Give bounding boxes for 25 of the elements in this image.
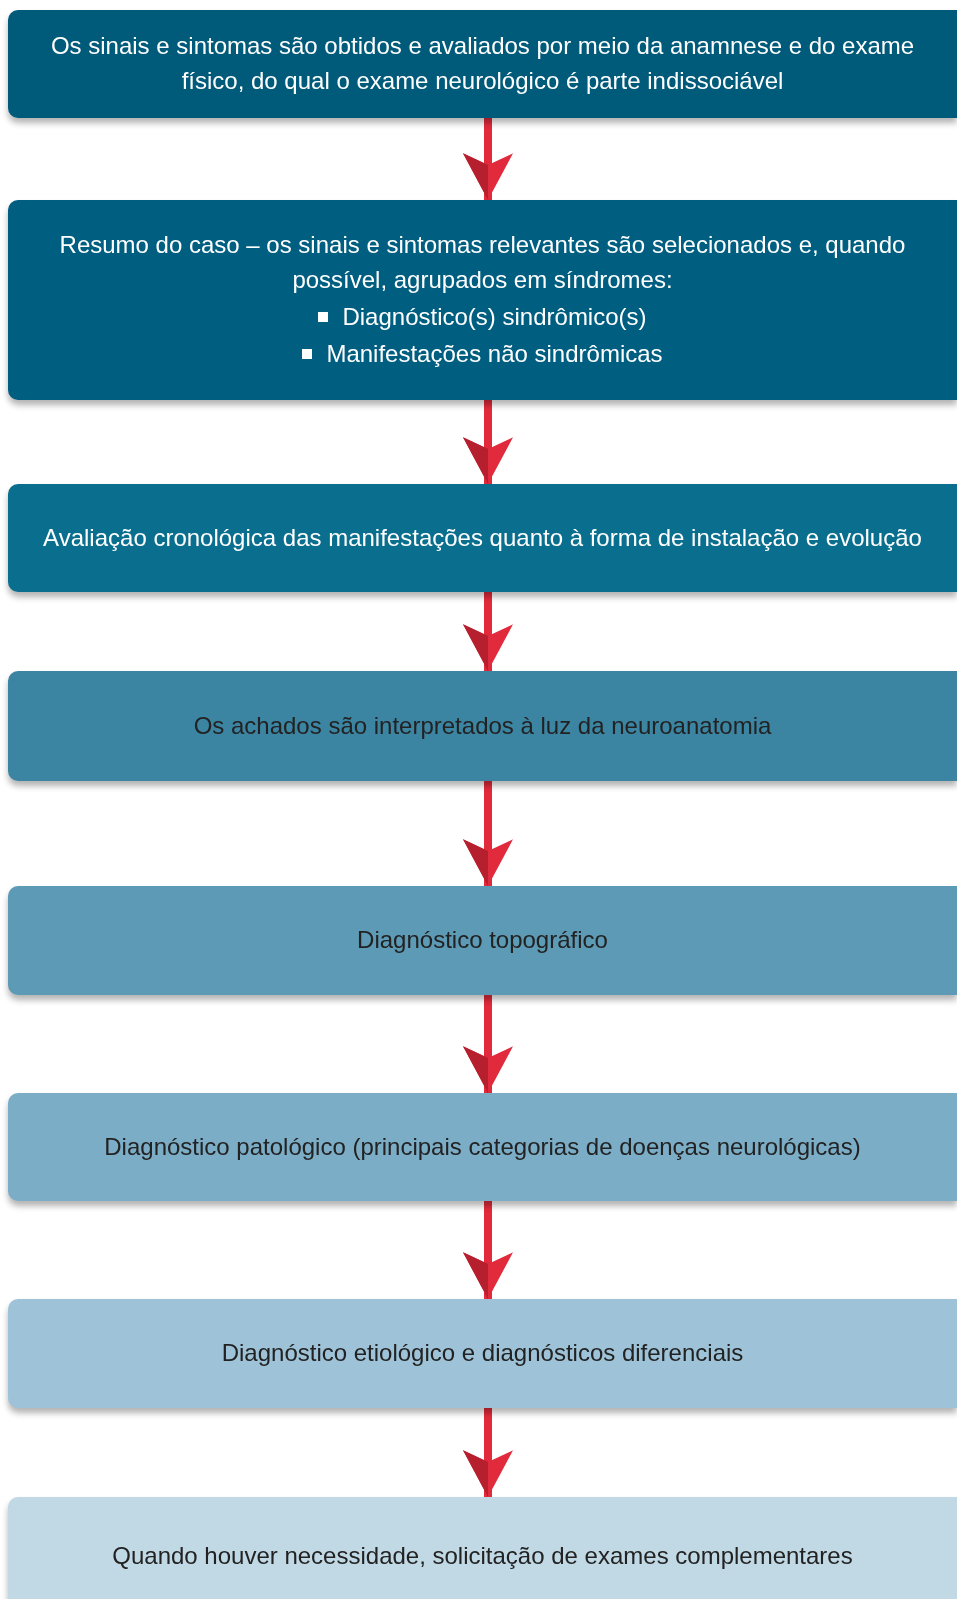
arrow — [463, 1408, 513, 1497]
bullet-text: Diagnóstico(s) sindrômico(s) — [342, 302, 647, 332]
box-text: Os sinais e sintomas são obtidos e avaliados por meio da anamnese e do exame físico, do qual o exame neurológico é parte indissociável — [49, 31, 916, 96]
box-text: Quando houver necessidade, solicitação de exames complementares — [112, 1540, 853, 1571]
arrow — [463, 400, 513, 484]
box-text: Diagnóstico topográfico — [357, 925, 608, 956]
arrow — [463, 592, 513, 671]
arrow — [463, 118, 513, 200]
box-text: Diagnóstico patológico (principais categorias de doenças neurológicas) — [104, 1131, 861, 1162]
process-box — [8, 1497, 957, 1599]
bullet-text: Manifestações não sindrômicas — [326, 338, 663, 369]
process-box — [8, 10, 957, 118]
arrow — [463, 1201, 513, 1299]
box-text: Os achados são interpretados à luz da neuroanatomia — [193, 710, 772, 741]
arrow — [463, 995, 513, 1093]
process-box — [8, 1299, 957, 1408]
process-box — [8, 200, 957, 400]
process-box — [8, 671, 957, 781]
box-text: Diagnóstico etiológico e diagnósticos diferenciais — [221, 1338, 744, 1369]
process-box — [8, 1093, 957, 1201]
process-box — [8, 484, 957, 592]
box-text: Avaliação cronológica das manifestações quanto à forma de instalação e evolução — [43, 522, 922, 553]
process-box — [8, 886, 957, 995]
arrow — [463, 781, 513, 886]
box-text: Resumo do caso – os sinais e sintomas relevantes são selecionados e, quando possível, agrupados em síndromes: — [58, 230, 907, 296]
